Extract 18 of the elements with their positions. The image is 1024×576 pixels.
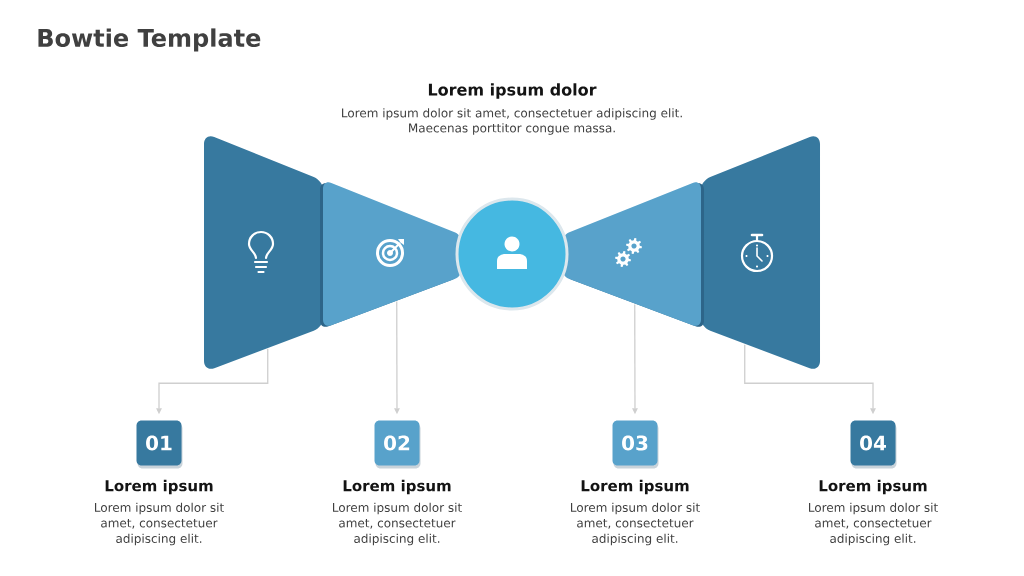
item-description: Lorem ipsum dolor sit amet, consectetuer adipiscing elit.: [809, 502, 938, 546]
trapezoid-panel: [700, 136, 820, 369]
trapezoid-panel: [204, 136, 324, 369]
item-description: Lorem ipsum dolor sit amet, consectetuer adipiscing elit.: [333, 502, 462, 546]
center-circle: [455, 197, 569, 311]
number-box: 01: [136, 420, 183, 469]
item-heading: Lorem ipsum: [581, 479, 689, 495]
item-description: Lorem ipsum dolor sit amet, consectetuer adipiscing elit.: [571, 502, 700, 546]
section-heading: Lorem ipsum dolor: [428, 83, 597, 99]
number-box: 03: [612, 420, 659, 469]
item-heading: Lorem ipsum: [343, 479, 451, 495]
title: Bowtie Template: [38, 28, 261, 52]
number-box: 02: [374, 420, 421, 469]
item-heading: Lorem ipsum: [105, 479, 213, 495]
item-description: Lorem ipsum dolor sit amet, consectetuer adipiscing elit.: [95, 502, 224, 546]
description-text: Lorem ipsum dolor sit amet, consectetuer adipiscing elit. Maecenas porttitor congue massa.: [342, 108, 682, 135]
item-heading: Lorem ipsum: [819, 479, 927, 495]
number-box: 04: [850, 420, 897, 469]
